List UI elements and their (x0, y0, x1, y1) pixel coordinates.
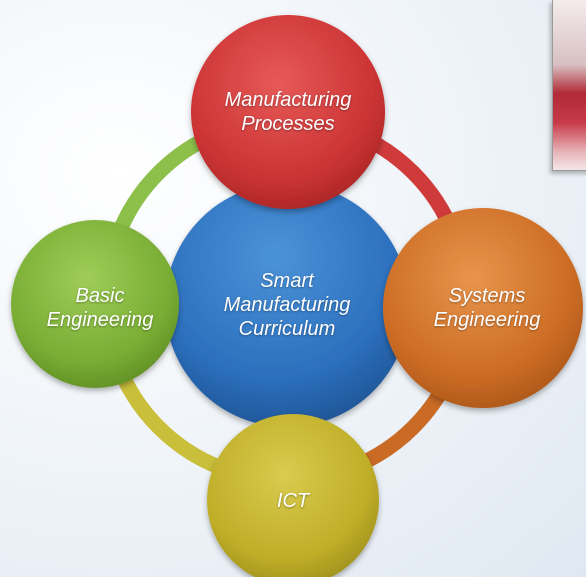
node-label-line: Processes (241, 113, 335, 135)
photo-thumbnail (552, 0, 586, 171)
center-label-line: Curriculum (238, 318, 336, 340)
node-label-line: ICT (276, 490, 310, 512)
node-label-line: Engineering (46, 309, 154, 331)
manufacturing-processes-label: Manufacturing Processes (198, 86, 378, 138)
node-circle-basic-engineering (11, 220, 179, 388)
node-label-line: Manufacturing (224, 89, 352, 111)
node-circle-ict (207, 414, 379, 577)
node-circle-manufacturing-processes (191, 15, 385, 209)
ict-label: ICT (243, 487, 343, 515)
node-label-line: Basic (75, 285, 125, 307)
systems-engineering-label: Systems Engineering (407, 282, 567, 334)
node-circle-systems-engineering (383, 208, 583, 408)
center-label-line: Smart (260, 270, 314, 292)
node-label-line: Engineering (433, 309, 541, 331)
center-label: Smart Manufacturing Curriculum (187, 265, 387, 345)
center-circle (165, 183, 409, 427)
center-label-line: Manufacturing (223, 294, 351, 316)
node-label-line: Systems (448, 285, 526, 307)
basic-engineering-label: Basic Engineering (20, 282, 180, 334)
